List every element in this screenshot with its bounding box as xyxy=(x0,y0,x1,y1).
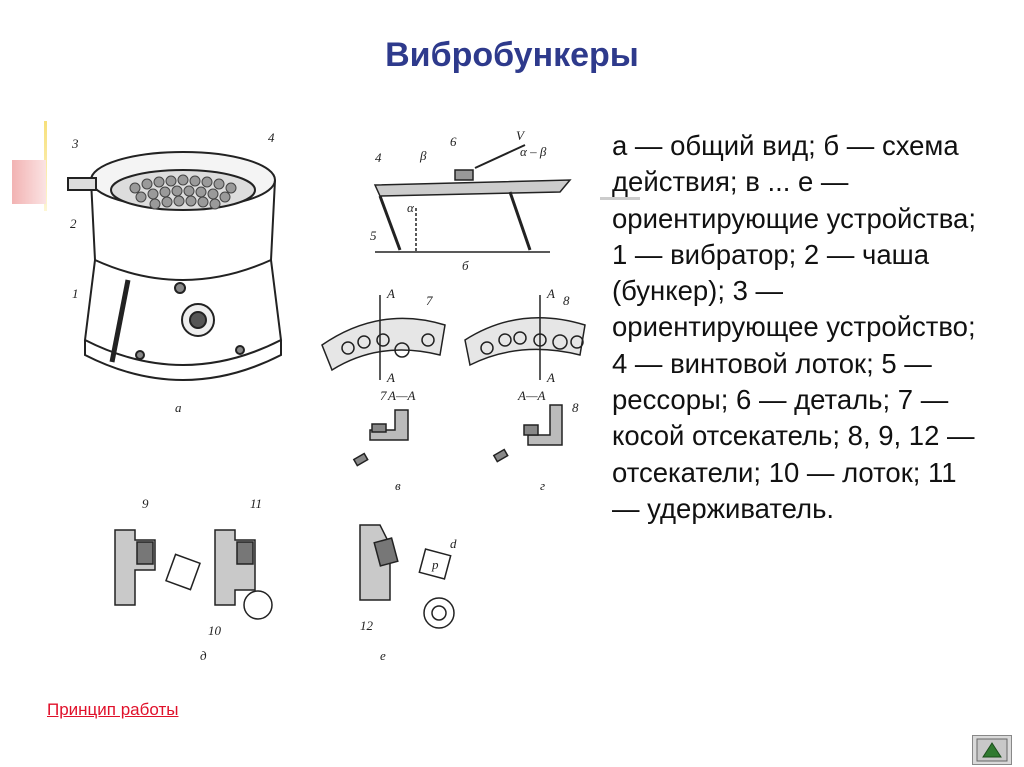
figure-description: а — общий вид; б — схема действия; в ...… xyxy=(612,130,976,524)
label-4b: 4 xyxy=(375,150,382,165)
sublabel-b: б xyxy=(462,258,469,273)
cutters-d xyxy=(114,529,273,620)
label-7b: 7 xyxy=(380,388,387,403)
return-button[interactable] xyxy=(972,735,1012,765)
label-p: p xyxy=(431,557,439,572)
label-alpha: α xyxy=(407,200,415,215)
principle-link[interactable]: Принцип работы xyxy=(47,700,179,719)
arc-cutter-7 xyxy=(321,295,446,380)
vibratory-bunker-figure: 3 4 2 1 а 4 6 V β α – β α 5 б А А 7 А А … xyxy=(67,128,586,663)
arrow-a-2: А xyxy=(386,370,395,385)
label-3: 3 xyxy=(71,136,79,151)
sublabel-g: г xyxy=(540,478,545,493)
label-6: 6 xyxy=(450,134,457,149)
label-5: 5 xyxy=(370,228,377,243)
arrow-a-4: А xyxy=(546,370,555,385)
label-d: d xyxy=(450,536,457,551)
label-4: 4 xyxy=(268,130,275,145)
section-g xyxy=(492,404,563,463)
bowl-general-view xyxy=(67,151,283,381)
slide-title: Вибробункеры xyxy=(385,36,639,74)
section-v xyxy=(352,409,409,467)
decor-red-block xyxy=(12,160,46,204)
label-8: 8 xyxy=(563,293,570,308)
label-11: 11 xyxy=(250,496,262,511)
arrow-a-3: А xyxy=(546,286,555,301)
label-12: 12 xyxy=(360,618,374,633)
label-10: 10 xyxy=(208,623,222,638)
label-7: 7 xyxy=(426,293,433,308)
section-aa-2: А—А xyxy=(517,388,546,403)
section-aa-1: А—А xyxy=(387,388,416,403)
label-alpha-beta: α – β xyxy=(520,144,547,159)
label-9: 9 xyxy=(142,496,149,511)
decor-gray-line xyxy=(600,197,640,200)
arrow-a-1: А xyxy=(386,286,395,301)
arc-cutter-8 xyxy=(464,295,586,380)
sublabel-d: д xyxy=(200,648,207,663)
label-v: V xyxy=(516,128,526,143)
sublabel-v: в xyxy=(395,478,401,493)
sublabel-a: а xyxy=(175,400,182,415)
label-8b: 8 xyxy=(572,400,579,415)
label-1: 1 xyxy=(72,286,79,301)
sublabel-e: е xyxy=(380,648,386,663)
action-scheme xyxy=(373,144,572,253)
cutter-e xyxy=(359,524,455,629)
return-arrow-icon xyxy=(976,738,1008,762)
label-beta: β xyxy=(419,148,427,163)
label-2: 2 xyxy=(70,216,77,231)
